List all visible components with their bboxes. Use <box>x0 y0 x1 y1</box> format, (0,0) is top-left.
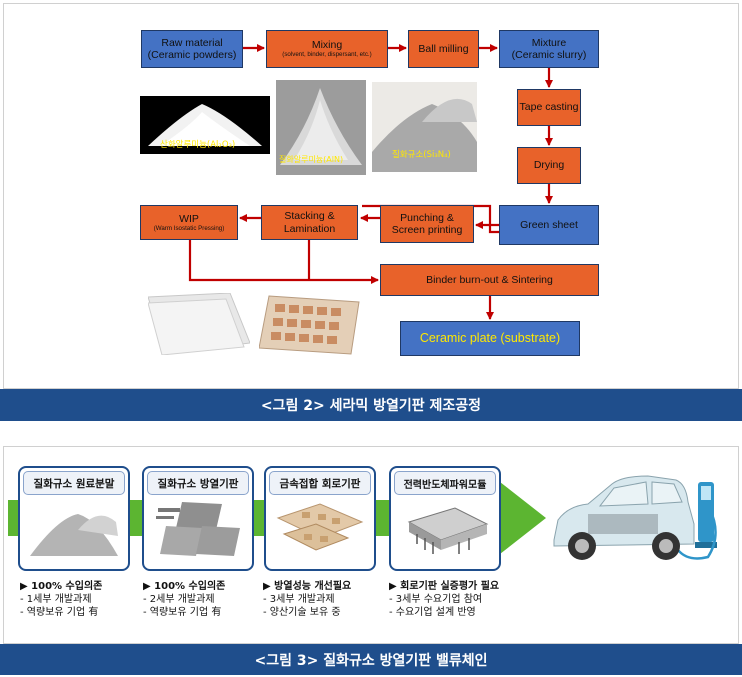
node-punching-line1: Punching & <box>400 211 454 224</box>
node-binder: Binder burn-out & Sintering <box>380 264 599 296</box>
figure2-caption: <그림 2> 세라믹 방열기판 제조공정 <box>0 389 742 421</box>
circuit-board-icon <box>274 500 366 560</box>
node-stacking-line1: Stacking & <box>284 210 335 223</box>
card-note-4: ▶ 회로기판 실증평가 필요 - 3세부 수요기업 참여 - 수요기업 설계 반… <box>389 580 499 619</box>
figure2-panel <box>3 3 739 389</box>
card-title: 질화규소 원료분말 <box>23 471 125 495</box>
node-raw-material-line1: Raw material <box>161 36 223 49</box>
node-wip-line1: WIP <box>179 212 199 225</box>
card-title: 전력반도체파워모듈 <box>394 471 496 495</box>
note-line: - 역량보유 기업 有 <box>143 607 222 618</box>
ceramic-sheets-photo <box>147 292 251 356</box>
card-title: 금속접합 회로기판 <box>269 471 371 495</box>
node-ball-milling-line1: Ball milling <box>418 42 469 55</box>
card-note-1: ▶ 100% 수입의존 - 1세부 개발과제 - 역량보유 기업 有 <box>20 580 102 619</box>
card-silicon-nitride-powder: 질화규소 원료분말 <box>18 466 130 571</box>
node-punching-line2: Screen printing <box>391 224 463 236</box>
node-ceramic-plate: Ceramic plate (substrate) <box>400 321 580 356</box>
si3n4-powder-photo: 질화규소(Si₃N₄) <box>372 82 477 172</box>
node-mixing: Mixing (solvent, binder, dispersant, etc… <box>266 30 388 68</box>
note-line: - 1세부 개발과제 <box>20 594 92 605</box>
node-stacking: Stacking & Lamination <box>261 205 358 240</box>
powder-pile-icon <box>372 98 477 172</box>
alumina-label: 산화알루미늄(Al₂O₃) <box>160 140 236 150</box>
card-power-module: 전력반도체파워모듈 <box>389 466 501 571</box>
aln-powder-photo: 질화알루미늄(AlN) <box>276 80 366 175</box>
patterned-substrate-icon <box>258 295 360 355</box>
node-green-sheet: Green sheet <box>499 205 599 245</box>
ev-charger-icon <box>677 482 717 560</box>
node-tape-casting: Tape casting <box>517 89 581 126</box>
note-bullet: ▶ 100% 수입의존 <box>143 581 226 592</box>
node-mixture-line1: Mixture <box>531 36 567 49</box>
alumina-powder-photo: 산화알루미늄(Al₂O₃) <box>140 96 270 154</box>
node-punching: Punching & Screen printing <box>380 205 474 243</box>
note-line: - 3세부 개발과제 <box>263 594 335 605</box>
aln-label: 질화알루미늄(AlN) <box>279 155 344 164</box>
note-line: - 2세부 개발과제 <box>143 594 215 605</box>
ceramic-sheets-icon <box>147 292 251 356</box>
node-mixing-line1: Mixing <box>311 39 343 52</box>
note-line: - 3세부 수요기업 참여 <box>389 594 483 605</box>
node-binder-line1: Binder burn-out & Sintering <box>426 273 553 286</box>
card-silicon-nitride-substrate: 질화규소 방열기판 <box>142 466 254 571</box>
card-note-2: ▶ 100% 수입의존 - 2세부 개발과제 - 역량보유 기업 有 <box>143 580 225 619</box>
note-bullet: ▶ 100% 수입의존 <box>20 581 103 592</box>
card-title: 질화규소 방열기판 <box>147 471 249 495</box>
node-ceramic-plate-line1: Ceramic plate (substrate) <box>419 331 561 346</box>
card-metal-bonded-circuit: 금속접합 회로기판 <box>264 466 376 571</box>
note-line: - 양산기술 보유 중 <box>263 607 341 618</box>
node-drying-line1: Drying <box>533 159 565 172</box>
figure3-caption: <그림 3> 질화규소 방열기판 밸류체인 <box>0 644 742 675</box>
electric-vehicle-illustration <box>553 475 717 560</box>
card-note-3: ▶ 방열성능 개선필요 - 3세부 개발과제 - 양산기술 보유 중 <box>263 580 351 619</box>
patterned-substrate-photo <box>258 294 361 356</box>
node-drying: Drying <box>517 147 581 184</box>
node-mixture: Mixture (Ceramic slurry) <box>499 30 599 68</box>
si3n4-label: 질화규소(Si₃N₄) <box>392 150 451 160</box>
node-wip: WIP (Warm Isostatic Pressing) <box>140 205 238 240</box>
node-tape-casting-line1: Tape casting <box>519 101 579 114</box>
node-green-sheet-line1: Green sheet <box>520 218 578 231</box>
node-mixing-line2: (solvent, binder, dispersant, etc.) <box>282 51 372 59</box>
figure3-panel <box>3 446 739 644</box>
node-stacking-line2: Lamination <box>283 222 336 235</box>
note-bullet: ▶ 방열성능 개선필요 <box>263 581 352 592</box>
powder-pile-icon <box>148 104 262 146</box>
powder-pile-icon <box>28 500 120 560</box>
node-wip-line2: (Warm Isostatic Pressing) <box>153 224 225 232</box>
car-icon <box>553 475 695 560</box>
arrow-wip-to-binder <box>188 240 379 284</box>
node-ball-milling: Ball milling <box>408 30 479 68</box>
power-module-icon <box>399 500 491 560</box>
note-bullet: ▶ 회로기판 실증평가 필요 <box>389 581 500 592</box>
node-raw-material: Raw material (Ceramic powders) <box>141 30 243 68</box>
substrate-plates-icon <box>152 500 244 560</box>
note-line: - 역량보유 기업 有 <box>20 607 99 618</box>
powder-pile-icon <box>280 88 362 165</box>
node-mixture-line2: (Ceramic slurry) <box>511 49 587 61</box>
node-raw-material-line2: (Ceramic powders) <box>147 49 237 61</box>
note-line: - 수요기업 설계 반영 <box>389 607 476 618</box>
